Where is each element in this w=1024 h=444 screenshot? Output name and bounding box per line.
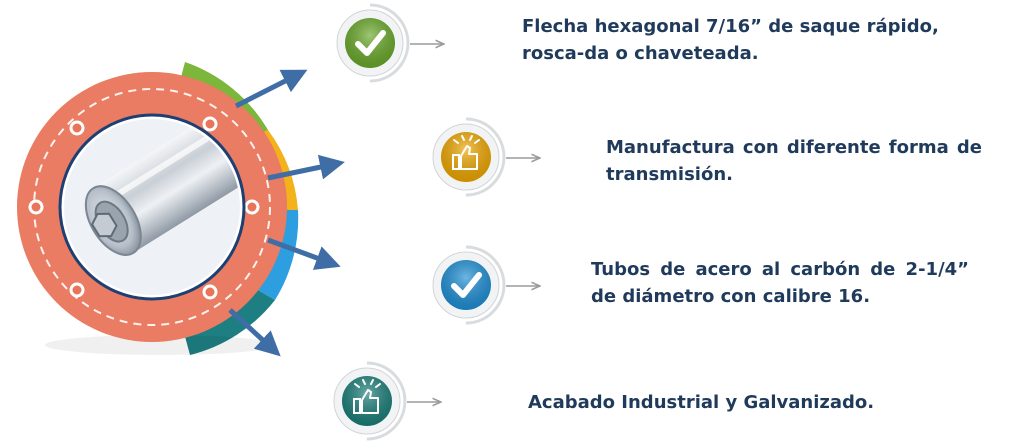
check-icon: [355, 30, 386, 56]
feature-badge-1: [336, 3, 443, 83]
roller-emblem: [17, 62, 345, 357]
pointer-arrow-3: [267, 237, 341, 270]
feature-text-1: Flecha hexagonal 7/16” de saque rápido, …: [522, 16, 939, 64]
feature-badge-3: [432, 245, 539, 325]
feature-text-4: Acabado Industrial y Galvanizado.: [528, 392, 875, 413]
pointer-arrow-1: [234, 69, 308, 109]
roller-image: [64, 119, 240, 295]
thumbs-up-icon: [353, 379, 381, 414]
pointer-arrow-4: [228, 308, 281, 357]
feature-text-2: Manufactura con diferente forma de trans…: [606, 137, 982, 185]
pointer-arrow-2: [267, 154, 345, 181]
feature-badge-4: [333, 361, 440, 441]
ring-dots: [28, 116, 260, 300]
check-icon: [451, 272, 482, 298]
thumbs-up-icon: [452, 135, 480, 170]
feature-text-3: Tubos de acero al carbón de 2-1/4” de di…: [591, 259, 969, 307]
feature-badge-2: [432, 117, 539, 197]
